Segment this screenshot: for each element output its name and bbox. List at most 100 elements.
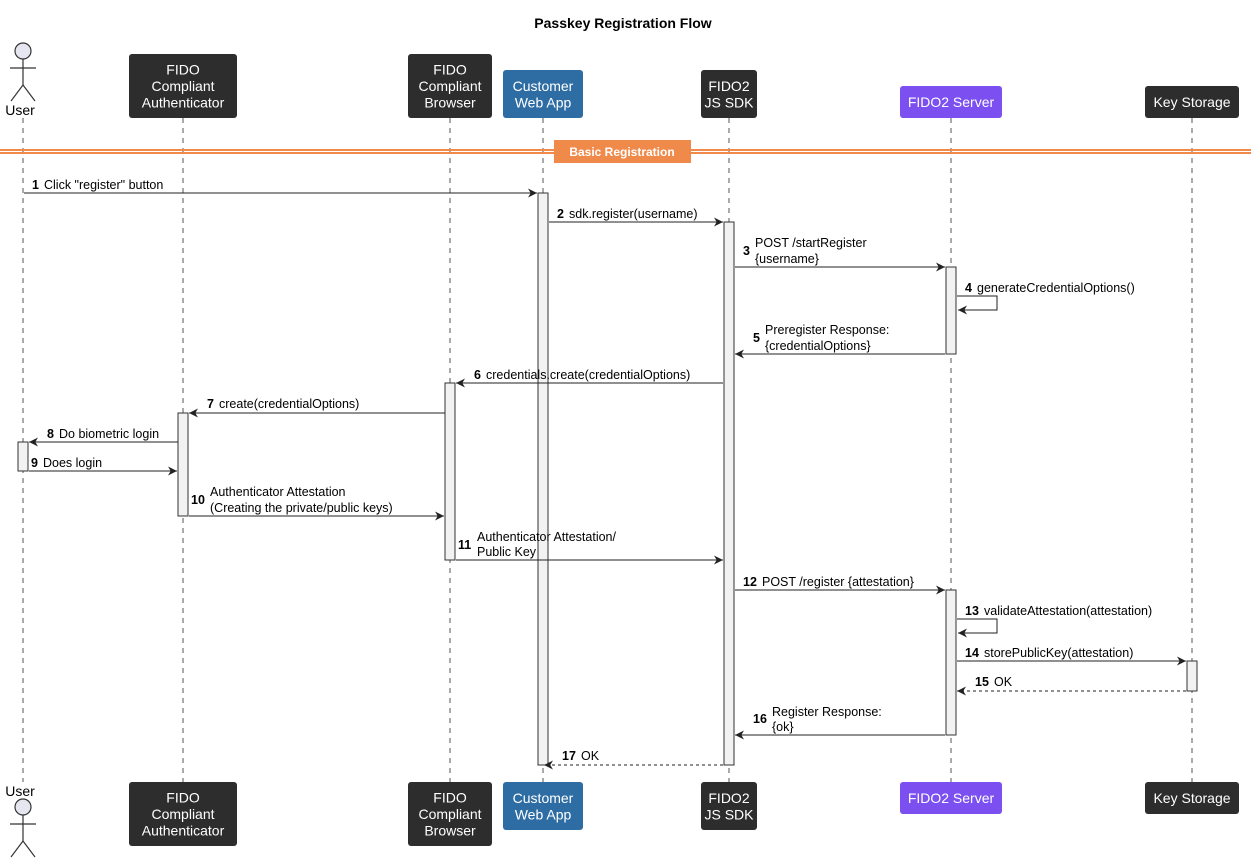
message-number: 16 — [753, 712, 767, 726]
actor-head-icon — [14, 42, 32, 60]
message-label-line: Does login — [43, 456, 102, 470]
message-label-line: (Creating the private/public keys) — [210, 501, 393, 515]
message-label-line: Click "register" button — [44, 178, 163, 192]
actor-leg-right-icon — [22, 840, 36, 858]
participant-label-line: Compliant — [151, 806, 214, 822]
message-11: 11 Authenticator Attestation/Public Key — [456, 530, 723, 565]
message-label-line: OK — [994, 675, 1013, 689]
participant-label-line: Key Storage — [1153, 790, 1230, 806]
message-label-line: Register Response: — [772, 705, 882, 719]
message-number: 7 — [207, 397, 214, 411]
message-label-line: credentials.create(credentialOptions) — [486, 368, 690, 382]
message-9: 9 Does login — [29, 456, 177, 476]
participant-label-line: FIDO2 Server — [908, 94, 995, 110]
activation-bar-server — [945, 589, 957, 736]
message-label-line: Authenticator Attestation — [210, 485, 346, 499]
participant-label-line: FIDO — [166, 62, 200, 78]
message-arrow-self — [957, 618, 998, 638]
message-label-line: {credentialOptions} — [765, 339, 871, 353]
participant-label: User — [5, 783, 35, 799]
message-number: 5 — [753, 331, 760, 345]
participant-box — [900, 782, 1002, 814]
participant-box — [129, 782, 237, 846]
message-number: 8 — [47, 427, 54, 441]
participant-server-bottom: FIDO2 Server — [900, 782, 1002, 814]
participant-box — [1145, 782, 1239, 814]
diagram-title: Passkey Registration Flow — [534, 15, 712, 31]
section-label: Basic Registration — [569, 145, 674, 159]
actor-head-icon — [14, 798, 32, 816]
message-number: 15 — [975, 675, 989, 689]
message-number: 1 — [32, 178, 39, 192]
message-label-line: Do biometric login — [59, 427, 159, 441]
message-label-line: Authenticator Attestation/ — [477, 530, 617, 544]
participant-box — [503, 70, 583, 118]
message-label-line: Preregister Response: — [765, 323, 889, 337]
participant-label-line: Customer — [513, 78, 574, 94]
message-label-line: storePublicKey(attestation) — [984, 646, 1133, 660]
message-label-line: POST /startRegister — [755, 236, 867, 250]
participant-label-line: Compliant — [151, 78, 214, 94]
participant-box — [408, 54, 492, 118]
message-16: 16 Register Response:{ok} — [735, 705, 945, 740]
participant-label-line: JS SDK — [704, 806, 754, 822]
message-number: 11 — [458, 538, 471, 552]
participant-label-line: FIDO2 — [708, 78, 749, 94]
section-badge — [554, 140, 691, 163]
message-number: 4 — [965, 281, 972, 295]
message-label-line: generateCredentialOptions() — [977, 281, 1135, 295]
message-label-line: sdk.register(username) — [569, 207, 698, 221]
message-label-line: Public Key — [477, 545, 537, 559]
message-number: 2 — [557, 207, 564, 221]
participant-storage-bottom: Key Storage — [1145, 782, 1239, 814]
activation-bar-browser — [444, 382, 456, 561]
participant-label-line: Web App — [515, 94, 572, 110]
activation-bar-user — [17, 441, 29, 472]
activation-bar-authenticator — [177, 412, 189, 517]
participant-label: User — [5, 102, 35, 118]
participant-label-line: Web App — [515, 806, 572, 822]
message-number: 6 — [474, 368, 481, 382]
message-number: 9 — [31, 456, 38, 470]
participant-box — [503, 782, 583, 830]
participant-user-top: User — [5, 42, 36, 118]
participant-user-bottom: User — [5, 783, 36, 858]
participant-label-line: FIDO — [433, 62, 467, 78]
message-label-line: {ok} — [772, 720, 794, 734]
message-number: 3 — [743, 244, 750, 258]
message-10: 10 Authenticator Attestation (Creating the… — [189, 485, 444, 521]
participant-box — [701, 70, 757, 118]
participant-label-line: FIDO2 — [708, 790, 749, 806]
message-number: 10 — [191, 493, 205, 507]
participant-server-top: FIDO2 Server — [900, 86, 1002, 118]
actor-leg-right-icon — [22, 84, 36, 102]
message-label-line: OK — [581, 749, 600, 763]
actor-leg-left-icon — [10, 840, 24, 858]
participant-label-line: Customer — [513, 790, 574, 806]
participant-box — [1145, 86, 1239, 118]
participant-storage-top: Key Storage — [1145, 86, 1239, 118]
message-label-line: create(credentialOptions) — [219, 397, 359, 411]
participant-label-line: Authenticator — [142, 95, 225, 111]
message-label-line: {username} — [755, 252, 819, 266]
message-14: 14 storePublicKey(attestation) — [957, 646, 1186, 666]
message-number: 14 — [965, 646, 979, 660]
activation-bar-storage — [1186, 660, 1198, 692]
message-5: 5 Preregister Response: {credentialOptions… — [735, 323, 945, 359]
participant-box — [701, 782, 757, 830]
participant-box — [408, 782, 492, 846]
message-8: 8 Do biometric login — [29, 427, 178, 447]
message-15: 15 OK — [957, 675, 1186, 696]
participant-label-line: FIDO — [166, 790, 200, 806]
participant-label-line: Authenticator — [142, 823, 225, 839]
participant-label-line: Browser — [424, 823, 476, 839]
message-4: 4 generateCredentialOptions() — [957, 281, 1135, 315]
participant-label-line: Key Storage — [1153, 94, 1230, 110]
